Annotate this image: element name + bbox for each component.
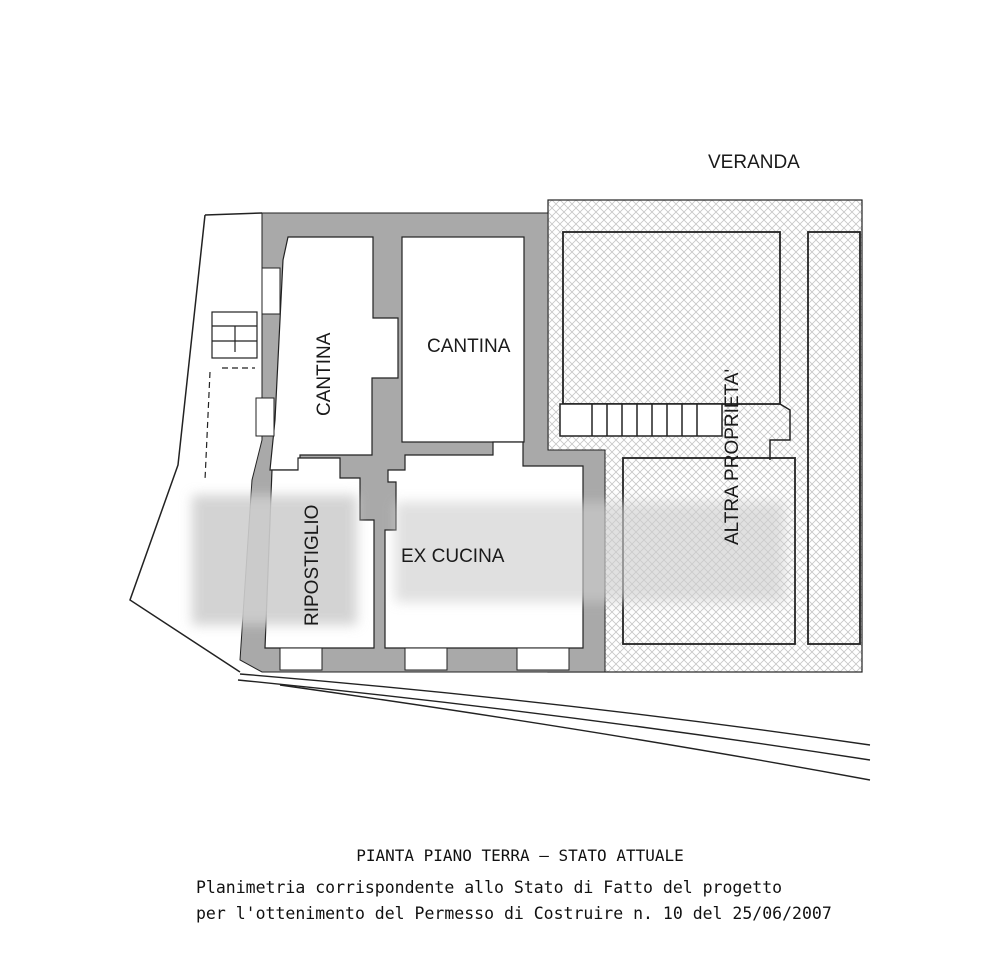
caption-line-2: per l'ottenimento del Permesso di Costru… — [196, 904, 832, 923]
redacted-area — [192, 495, 785, 625]
caption-line-1: Planimetria corrispondente allo Stato di… — [196, 878, 783, 897]
road-lines — [237, 673, 871, 781]
label-altra-proprieta: ALTRA PROPRIETA' — [722, 369, 743, 545]
room-cantina-left — [269, 236, 399, 471]
label-ex-cucina: EX CUCINA — [401, 546, 505, 567]
label-cantina-left: CANTINA — [314, 332, 335, 416]
drawing-title: PIANTA PIANO TERRA — STATO ATTUALE — [356, 846, 684, 865]
label-veranda: VERANDA — [708, 152, 800, 173]
label-ripostiglio: RIPOSTIGLIO — [302, 505, 323, 626]
stairs — [559, 403, 723, 437]
room-cantina-right — [401, 236, 525, 443]
label-cantina-right: CANTINA — [427, 336, 511, 357]
exterior-stairs — [204, 311, 258, 481]
lot-boundary — [129, 212, 263, 673]
windows — [255, 267, 570, 671]
